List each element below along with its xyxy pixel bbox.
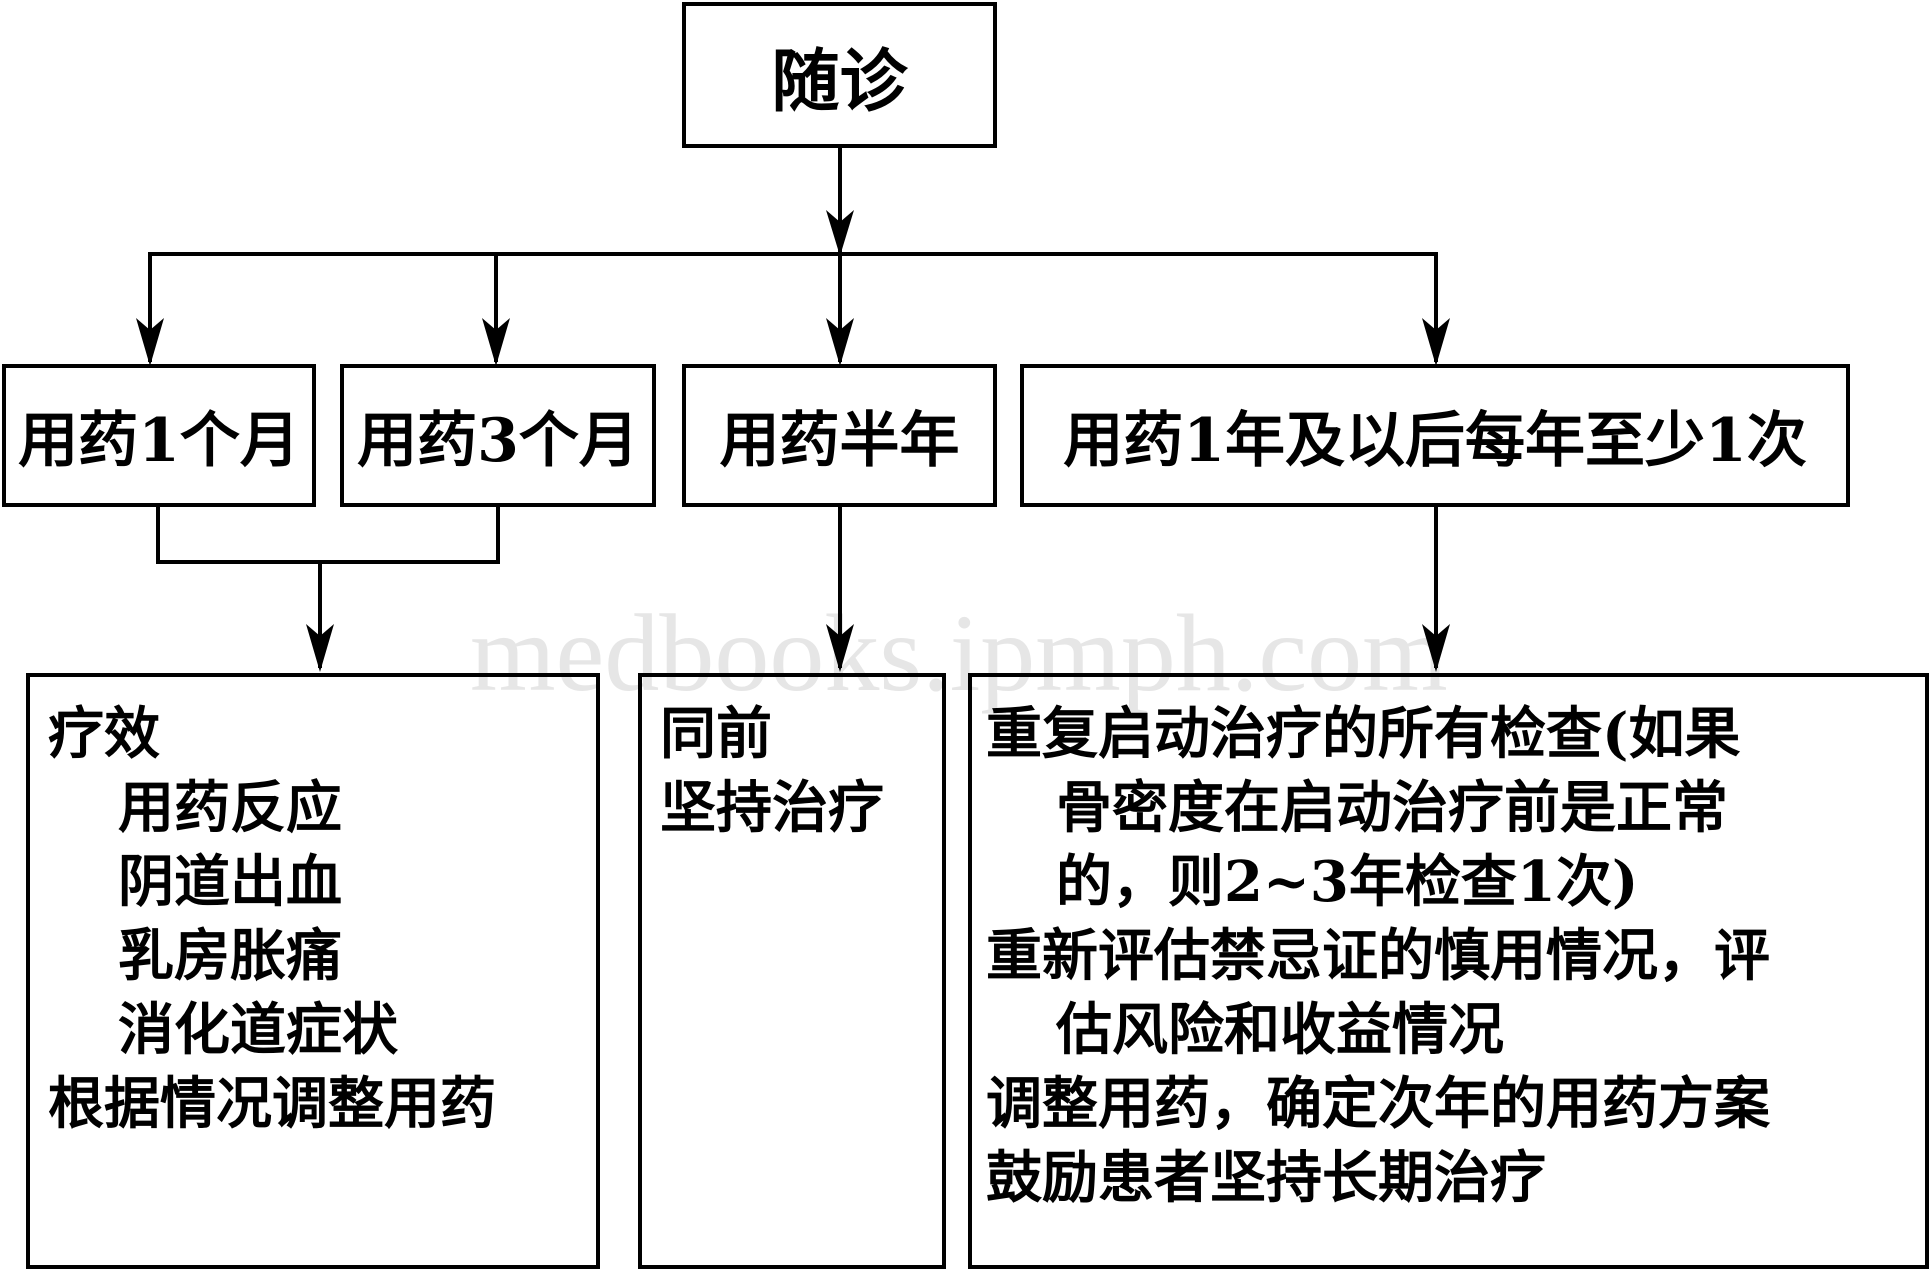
arrowhead-branch-1	[136, 318, 164, 366]
detail-line: 同前	[660, 701, 772, 767]
detail-box-yearly-review: 重复启动治疗的所有检查(如果 骨密度在启动治疗前是正常 的，则2~3年检查1次)…	[968, 673, 1929, 1269]
detail-item-continuation: 的，则2~3年检查1次)	[1056, 849, 1639, 915]
detail-sub-item: 用药反应	[118, 775, 342, 841]
detail-sub-item: 乳房胀痛	[118, 923, 342, 989]
detail-line: 坚持治疗	[660, 775, 884, 841]
branch-label: 用药1年及以后每年至少1次	[1063, 406, 1807, 476]
detail-sub-item: 消化道症状	[118, 997, 398, 1063]
branch-node-half-year: 用药半年	[682, 364, 997, 507]
detail-item: 重复启动治疗的所有检查(如果	[986, 701, 1741, 767]
branch-node-yearly: 用药1年及以后每年至少1次	[1020, 364, 1850, 507]
detail-item: 鼓励患者坚持长期治疗	[986, 1145, 1546, 1211]
detail-footer: 根据情况调整用药	[48, 1071, 496, 1137]
detail-box-same-as-before: 同前 坚持治疗	[638, 673, 946, 1269]
branch-node-3-months: 用药3个月	[340, 364, 656, 507]
detail-sub-item: 阴道出血	[118, 849, 342, 915]
detail-item: 调整用药，确定次年的用药方案	[986, 1071, 1770, 1137]
branch-label: 用药3个月	[357, 406, 639, 476]
arrowhead-left-detail	[306, 624, 334, 672]
detail-heading: 疗效	[48, 701, 160, 767]
root-node: 随诊	[682, 2, 997, 148]
arrowhead-branch-3	[826, 318, 854, 366]
arrowhead-root-stem	[826, 210, 854, 256]
detail-item: 重新评估禁忌证的慎用情况，评	[986, 923, 1770, 989]
arrowhead-right-detail	[1422, 624, 1450, 672]
branch-label: 用药1个月	[18, 406, 300, 476]
branch-label: 用药半年	[719, 406, 960, 476]
arrowhead-branch-2	[482, 318, 510, 366]
detail-box-efficacy: 疗效 用药反应 阴道出血 乳房胀痛 消化道症状 根据情况调整用药	[26, 673, 600, 1269]
arrowhead-middle-detail	[826, 624, 854, 672]
arrowhead-branch-4	[1422, 318, 1450, 366]
detail-item-continuation: 骨密度在启动治疗前是正常	[1056, 775, 1728, 841]
branch-node-1-month: 用药1个月	[2, 364, 316, 507]
root-node-label: 随诊	[771, 41, 908, 122]
detail-item-continuation: 估风险和收益情况	[1056, 997, 1504, 1063]
connector-merge-1-3-months	[156, 505, 500, 564]
watermark-text: medbooks.ipmph.com	[470, 592, 1448, 714]
